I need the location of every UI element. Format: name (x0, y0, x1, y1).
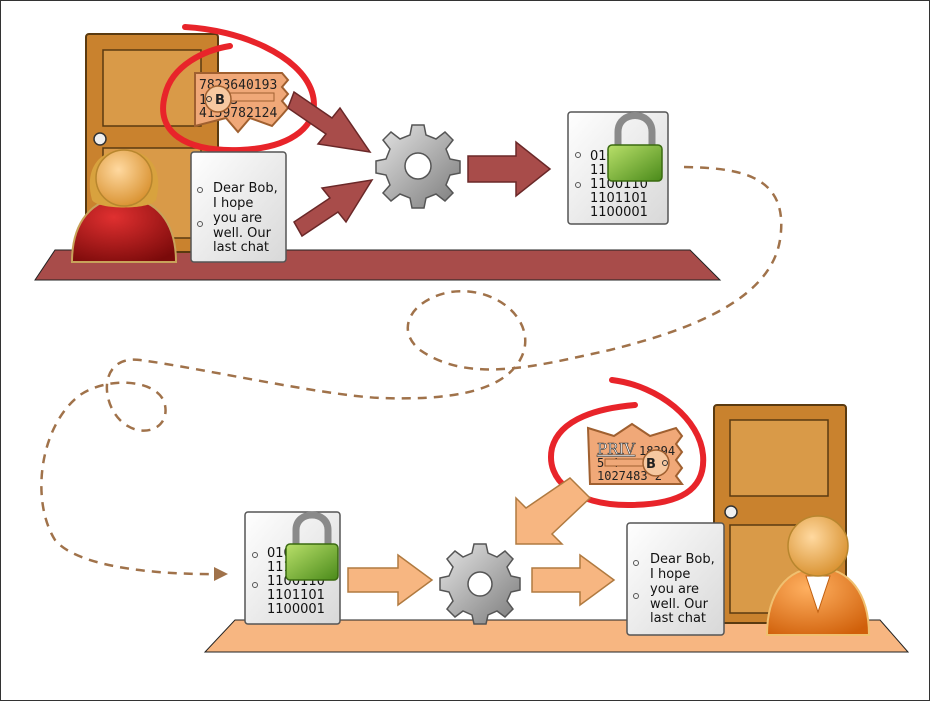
person-icon (70, 149, 178, 263)
private-key-badge-letter: B (646, 457, 656, 472)
arrow-privkey-to-gear (515, 477, 592, 545)
key-icon: 7823640193 10 23 4159782124 B (194, 72, 290, 134)
sender-letter-line-4: well. Our (213, 226, 272, 241)
arrow-key-to-gear (287, 90, 372, 154)
cipher-bottom-line-5: 1100001 (267, 602, 325, 617)
public-key-badge-letter: B (215, 93, 225, 108)
receiver-letter-line-4: well. Our (650, 597, 709, 612)
document-icon: Dear Bob, I hope you are well. Our last … (626, 522, 725, 636)
person-icon (765, 515, 871, 636)
gear-icon (375, 124, 461, 209)
receiver-letter-line-2: I hope (650, 567, 690, 582)
receiver-letter-line-3: you are (650, 582, 699, 597)
cipher-top-line-5: 1100001 (590, 205, 648, 220)
sender-letter-line-5: last chat (213, 240, 269, 255)
arrow-letter-to-gear (293, 179, 374, 238)
padlock-icon (607, 112, 663, 182)
transmission-arrowhead (214, 567, 228, 581)
private-key-prefix: PRIV (597, 440, 636, 458)
document-icon: Dear Bob, I hope you are well. Our last … (190, 151, 287, 263)
highlight-ring (548, 377, 707, 509)
sender-letter-line-1: Dear Bob, (213, 181, 278, 196)
arrow-cipher-to-gear (347, 553, 434, 607)
receiver-letter-line-5: last chat (650, 611, 706, 626)
transmission-path (40, 165, 783, 576)
key-icon: PRIV 18394 5 4 1027483 2 B (586, 422, 684, 485)
receiver-letter-line-1: Dear Bob, (650, 552, 715, 567)
gear-icon (439, 543, 521, 625)
sender-letter-line-3: you are (213, 211, 262, 226)
padlock-icon (285, 511, 339, 581)
arrow-gear-to-cipher (467, 140, 552, 198)
private-key-line-3: 1027483 2 (597, 469, 662, 483)
highlight-ring (160, 24, 317, 154)
cipher-top-line-4: 1101101 (590, 191, 648, 206)
sender-letter-line-2: I hope (213, 196, 253, 211)
cipher-bottom-line-4: 1101101 (267, 588, 325, 603)
arrow-gear-to-letter (531, 553, 616, 607)
